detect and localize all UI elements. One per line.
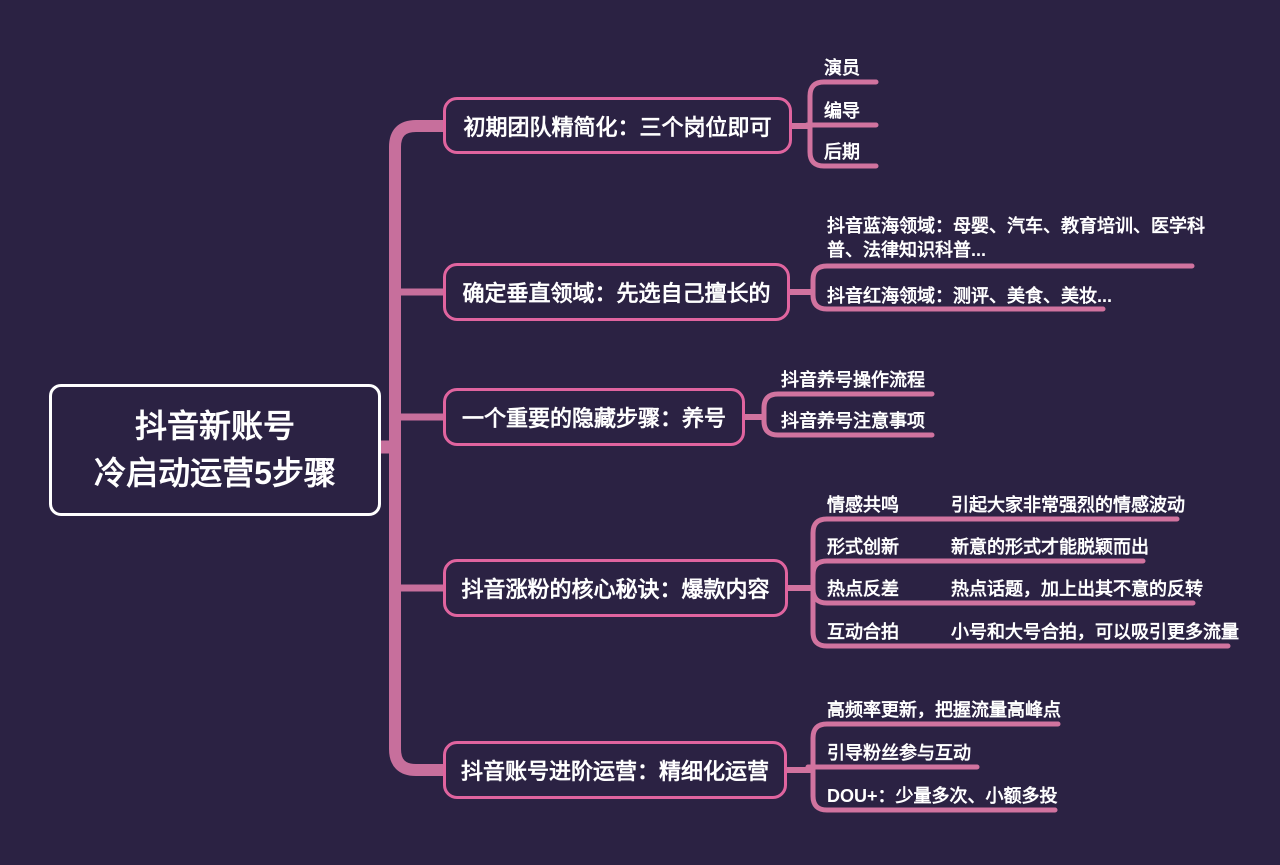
leaf-keyword: 情感共鸣 xyxy=(827,495,899,515)
leaf-description: 小号和大号合拍，可以吸引更多流量 xyxy=(951,622,1239,642)
root-node[interactable]: 抖音新账号 冷启动运营5步骤 xyxy=(49,384,381,516)
leaf-node-fan-interaction[interactable]: 引导粉丝参与互动 xyxy=(827,743,971,763)
branch-label: 初期团队精简化：三个岗位即可 xyxy=(463,114,772,140)
leaf-node-format-innovation[interactable]: 形式创新 新意的形式才能脱颖而出 xyxy=(827,535,1257,559)
branch-label: 抖音涨粉的核心秘诀：爆款内容 xyxy=(461,577,770,602)
leaf-node-hot-contrast[interactable]: 热点反差 热点话题，加上出其不意的反转 xyxy=(827,577,1257,601)
leaf-node-emotion[interactable]: 情感共鸣 引起大家非常强烈的情感波动 xyxy=(827,493,1257,517)
leaf-node-warmup-notes[interactable]: 抖音养号注意事项 xyxy=(781,411,925,431)
leaf-node-red-ocean[interactable]: 抖音红海领域：测评、美食、美妆... xyxy=(827,286,1113,306)
branch-node-account-warmup[interactable]: 一个重要的隐藏步骤：养号 xyxy=(443,388,745,446)
branch-node-team[interactable]: 初期团队精简化：三个岗位即可 xyxy=(443,97,792,154)
branch-node-advanced-operation[interactable]: 抖音账号进阶运营：精细化运营 xyxy=(443,741,787,799)
leaf-node-warmup-process[interactable]: 抖音养号操作流程 xyxy=(781,370,925,390)
leaf-keyword: 热点反差 xyxy=(827,579,899,599)
leaf-keyword: 形式创新 xyxy=(827,537,899,557)
leaf-node-duet[interactable]: 互动合拍 小号和大号合拍，可以吸引更多流量 xyxy=(827,620,1257,644)
branch-node-vertical-field[interactable]: 确定垂直领域：先选自己擅长的 xyxy=(443,263,790,321)
leaf-keyword: 互动合拍 xyxy=(827,622,899,642)
leaf-description: 引起大家非常强烈的情感波动 xyxy=(951,495,1185,515)
root-title-line1: 抖音新账号 xyxy=(134,408,295,444)
leaf-node-actor[interactable]: 演员 xyxy=(824,58,860,78)
leaf-node-blue-ocean[interactable]: 抖音蓝海领域：母婴、汽车、教育培训、医学科普、法律知识科普... xyxy=(827,216,1205,260)
branch-node-hot-content[interactable]: 抖音涨粉的核心秘诀：爆款内容 xyxy=(443,559,788,617)
leaf-description: 新意的形式才能脱颖而出 xyxy=(951,537,1149,557)
leaf-node-high-frequency-update[interactable]: 高频率更新，把握流量高峰点 xyxy=(827,700,1061,720)
leaf-node-editor[interactable]: 编导 xyxy=(824,101,860,121)
leaf-node-dou-plus[interactable]: DOU+：少量多次、小额多投 xyxy=(827,786,1058,806)
root-title-line2: 冷启动运营5步骤 xyxy=(94,455,336,491)
leaf-node-post-production[interactable]: 后期 xyxy=(824,142,860,162)
branch-label: 确定垂直领域：先选自己擅长的 xyxy=(462,281,771,306)
leaf-description: 热点话题，加上出其不意的反转 xyxy=(951,579,1203,599)
branch-label: 一个重要的隐藏步骤：养号 xyxy=(461,406,726,431)
branch-label: 抖音账号进阶运营：精细化运营 xyxy=(460,759,769,784)
